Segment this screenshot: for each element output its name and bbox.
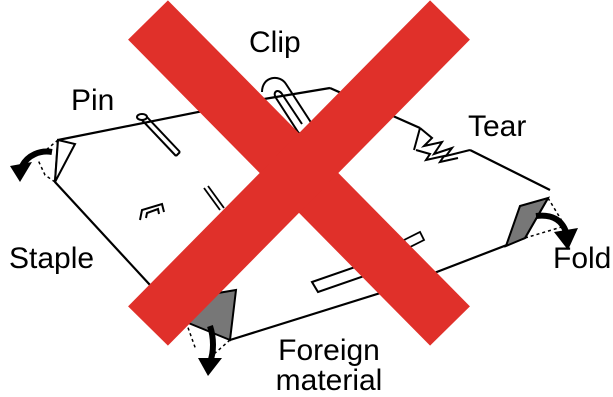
red-x-cross — [148, 20, 450, 326]
staple-label: Staple — [9, 244, 94, 274]
clip-label: Clip — [249, 28, 301, 58]
fold-label: Fold — [553, 244, 611, 274]
tear-mark — [414, 128, 470, 162]
pin-label: Pin — [71, 86, 114, 116]
staple-icon — [140, 204, 164, 220]
tear-label: Tear — [468, 112, 526, 142]
foreign-label-line2: material — [274, 366, 384, 396]
slot-mark — [204, 186, 224, 210]
foreign-label-line1: Foreign — [274, 336, 384, 366]
foreign-material-label: Foreign material — [274, 336, 384, 396]
curved-arrow-icon — [10, 152, 52, 182]
